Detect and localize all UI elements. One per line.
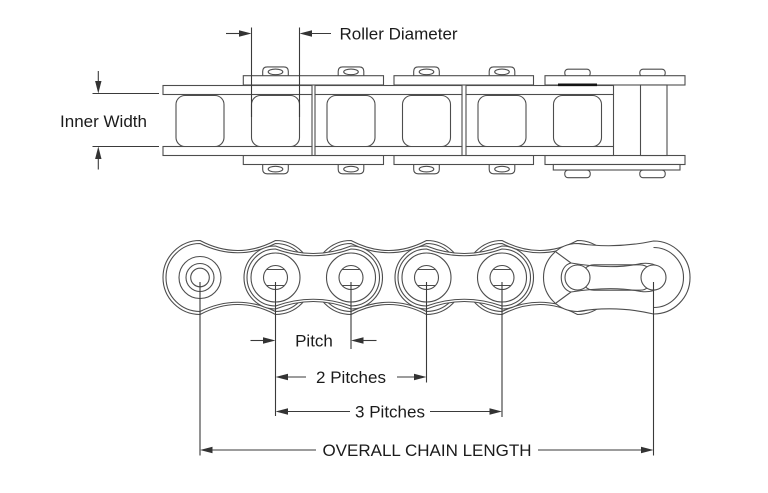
- connecting-link-plate-bottom: [544, 154, 686, 166]
- inner-width-dimension: Inner Width: [60, 71, 159, 170]
- link-junction-edges: [311, 94, 615, 147]
- inner-width-label: Inner Width: [60, 112, 147, 131]
- three-pitches-dimension: 3 Pitches: [275, 403, 502, 422]
- arrowhead: [351, 337, 364, 344]
- chain-side-view: Pitch 2 Pitches 3 Pitches OVERALL CHAIN …: [162, 239, 691, 460]
- pitch-dimension: Pitch: [250, 332, 377, 351]
- roller: [326, 94, 376, 148]
- roller: [477, 94, 527, 148]
- connecting-link-plate-top: [544, 75, 686, 86]
- arrowhead: [95, 146, 102, 159]
- pitch-label: Pitch: [295, 332, 333, 351]
- connecting-pin: [639, 84, 668, 157]
- arrowhead: [275, 408, 288, 415]
- arrowhead: [263, 337, 276, 344]
- arrowhead: [275, 373, 288, 381]
- roller: [401, 94, 452, 148]
- three-pitches-label: 3 Pitches: [355, 403, 425, 422]
- arrowhead: [95, 81, 102, 94]
- pin-extension-lines: [199, 282, 655, 456]
- roller-diameter-label: Roller Diameter: [340, 25, 458, 44]
- two-pitches-label: 2 Pitches: [316, 368, 386, 387]
- arrowhead: [641, 446, 654, 454]
- outer-plates: [242, 75, 686, 171]
- clip-retainer-plate: [552, 163, 681, 171]
- roller-diameter-dimension: Roller Diameter: [226, 25, 458, 117]
- pin-heads-top-row: [262, 66, 666, 78]
- connecting-link-inner-edge: [653, 246, 684, 309]
- overall-chain-length-dimension: OVERALL CHAIN LENGTH: [200, 441, 654, 460]
- arrowhead: [489, 408, 502, 415]
- rollers: [175, 94, 603, 148]
- arrowhead: [239, 30, 252, 37]
- two-pitches-dimension: 2 Pitches: [275, 368, 427, 387]
- arrowhead: [414, 373, 427, 381]
- connecting-pin-circle: [564, 264, 591, 291]
- arrowhead: [200, 446, 213, 454]
- overall-chain-length-label: OVERALL CHAIN LENGTH: [322, 441, 531, 460]
- chain-top-view: Roller Diameter Inner Width: [60, 25, 686, 179]
- roller: [175, 94, 225, 148]
- roller: [250, 94, 301, 148]
- roller: [552, 94, 603, 148]
- arrowhead: [299, 30, 312, 37]
- inner-plates: [162, 84, 615, 157]
